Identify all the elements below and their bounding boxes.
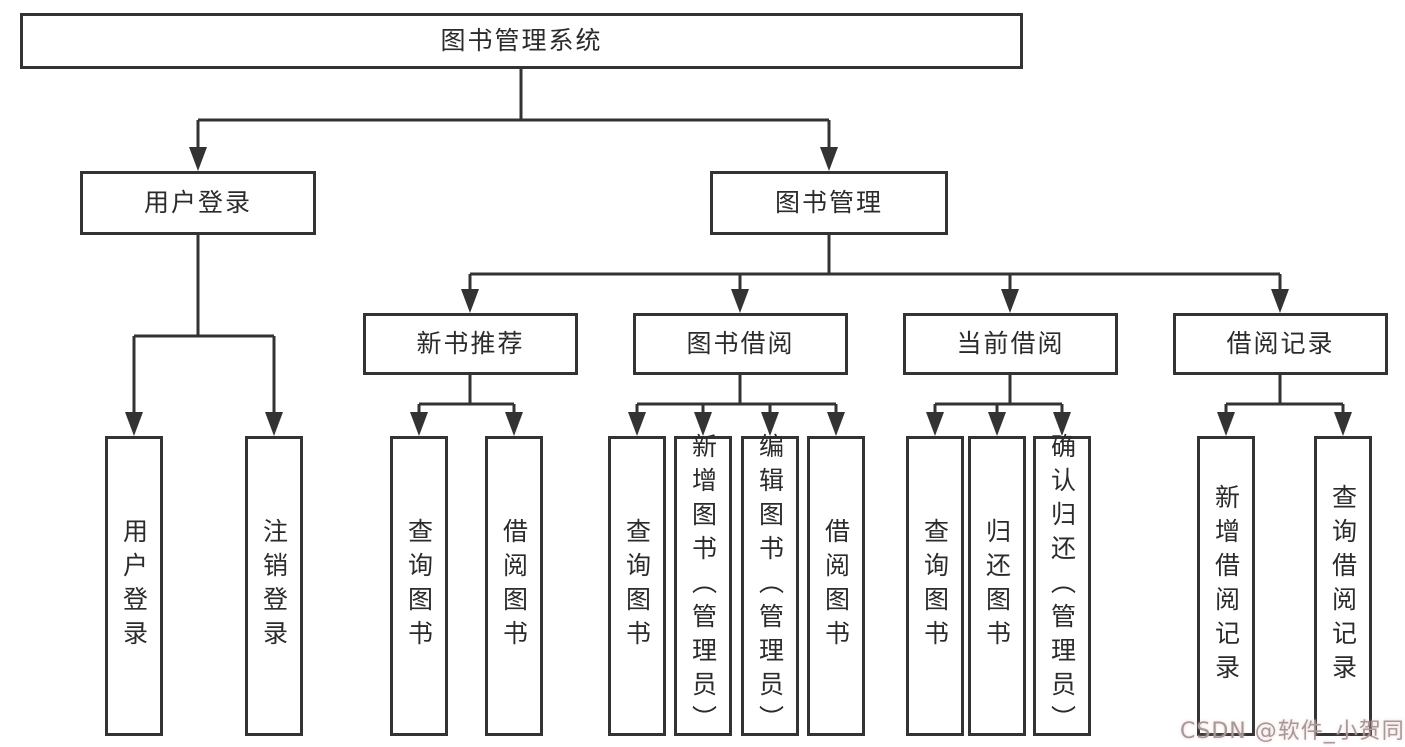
node-book-management: 图书管理 — [710, 171, 948, 235]
node-book-borrowing: 图书借阅 — [633, 313, 848, 375]
leaf-query-books-borrowing: 查询图书 — [608, 436, 666, 736]
leaf-borrow-books-recommend: 借阅图书 — [485, 436, 543, 736]
node-borrowing-records: 借阅记录 — [1173, 313, 1388, 375]
leaf-query-books-current: 查询图书 — [906, 436, 964, 736]
leaf-add-books-admin: 新增图书（管理员） — [674, 433, 732, 739]
leaf-query-borrow-record: 查询借阅记录 — [1314, 436, 1372, 736]
leaf-return-books: 归还图书 — [968, 436, 1026, 736]
node-new-book-recommend: 新书推荐 — [363, 313, 578, 375]
leaf-edit-books-admin: 编辑图书（管理员） — [741, 433, 799, 739]
node-current-borrowing: 当前借阅 — [903, 313, 1118, 375]
node-root: 图书管理系统 — [20, 13, 1023, 69]
leaf-logout: 注销登录 — [245, 436, 303, 736]
leaf-confirm-return-admin: 确认归还（管理员） — [1033, 433, 1091, 739]
leaf-borrow-books-borrowing: 借阅图书 — [807, 436, 865, 736]
watermark: CSDN @软件_小贺同学 — [1180, 719, 1405, 744]
leaf-add-borrow-record: 新增借阅记录 — [1197, 436, 1255, 736]
leaf-user-login: 用户登录 — [105, 436, 163, 736]
leaf-query-books-recommend: 查询图书 — [390, 436, 448, 736]
node-user-login: 用户登录 — [80, 171, 316, 235]
